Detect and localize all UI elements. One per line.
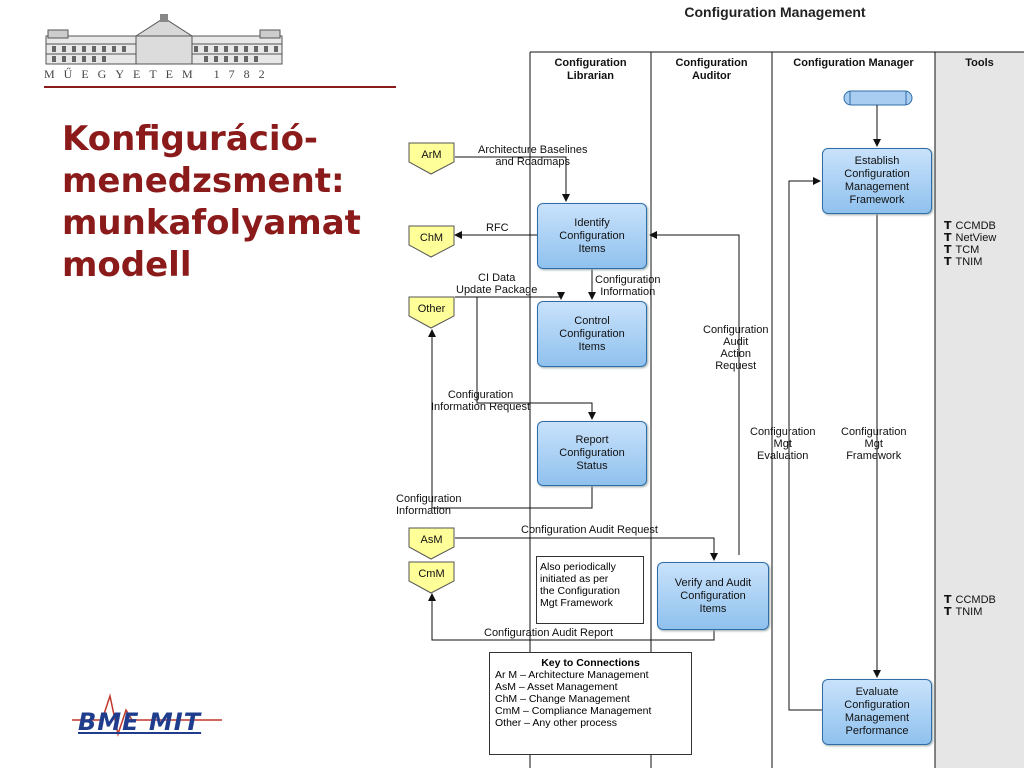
periodic-note: Also periodically initiated as per the C…: [536, 556, 644, 624]
external-chm-label: ChM: [419, 232, 444, 244]
external-cmm-label: CmM: [418, 568, 445, 580]
label-architecture-baselines: Architecture Baselines and Roadmaps: [478, 144, 588, 168]
label-information-request: Configuration Information Request: [431, 389, 531, 413]
label-configuration-information-return: Configuration Information: [396, 493, 462, 517]
tool-icon: T: [944, 605, 952, 618]
process-establish-framework[interactable]: Establish Configuration Management Frame…: [822, 148, 932, 214]
lane-header-auditor: Configuration Auditor: [675, 57, 748, 82]
process-evaluate-performance[interactable]: Evaluate Configuration Management Perfor…: [822, 679, 932, 745]
key-item: AsM – Asset Management: [495, 681, 618, 693]
external-arm-label: ArM: [421, 149, 442, 161]
external-arm[interactable]: ArM: [408, 142, 455, 175]
bme-mit-logo: BME MIT: [72, 690, 232, 740]
process-identify-items[interactable]: Identify Configuration Items: [537, 203, 647, 269]
external-cmm[interactable]: CmM: [408, 561, 455, 594]
connections-key: Key to Connections Ar M – Architecture M…: [489, 652, 692, 755]
tool-icon: T: [944, 231, 952, 244]
key-title: Key to Connections: [541, 657, 640, 669]
university-motto: MŰEGYETEM 1782: [44, 67, 274, 81]
external-asm-label: AsM: [420, 534, 443, 546]
external-chm[interactable]: ChM: [408, 225, 455, 258]
label-configuration-information: Configuration Information: [595, 274, 661, 298]
process-control-items[interactable]: Control Configuration Items: [537, 301, 647, 367]
key-item: CmM – Compliance Management: [495, 705, 652, 717]
label-mgt-framework: Configuration Mgt Framework: [841, 426, 907, 462]
external-asm[interactable]: AsM: [408, 527, 455, 560]
process-report-status[interactable]: Report Configuration Status: [537, 421, 647, 486]
label-mgt-evaluation: Configuration Mgt Evaluation: [750, 426, 816, 462]
key-item: Ar M – Architecture Management: [495, 669, 649, 681]
lane-header-tools: Tools: [965, 57, 994, 69]
tool-icon: T: [944, 593, 952, 606]
process-verify-audit[interactable]: Verify and Audit Configuration Items: [657, 562, 769, 630]
lane-header-manager: Configuration Manager: [793, 57, 914, 69]
diagram-title: Configuration Management: [684, 4, 866, 20]
lane-header-librarian: Configuration Librarian: [554, 57, 627, 82]
tool-icon: T: [944, 255, 952, 268]
logo-text: BME MIT: [78, 708, 202, 736]
tool-icon: T: [944, 243, 952, 256]
header-rule: [44, 86, 396, 88]
label-audit-report: Configuration Audit Report: [484, 627, 614, 639]
key-item: Other – Any other process: [495, 717, 617, 729]
label-rfc: RFC: [486, 222, 509, 234]
slide-title: Konfiguráció- menedzsment: munkafolyamat…: [62, 119, 361, 285]
university-building-logo: [44, 14, 284, 66]
label-audit-action-request: Configuration Audit Action Request: [703, 324, 769, 372]
external-other-label: Other: [417, 303, 446, 315]
external-other[interactable]: Other: [408, 296, 455, 329]
periodic-note-text: Also periodically initiated as per the C…: [540, 561, 620, 609]
tool-icon: T: [944, 219, 952, 232]
label-audit-request: Configuration Audit Request: [521, 524, 658, 536]
label-ci-data: CI Data Update Package: [456, 272, 538, 296]
key-item: ChM – Change Management: [495, 693, 630, 705]
